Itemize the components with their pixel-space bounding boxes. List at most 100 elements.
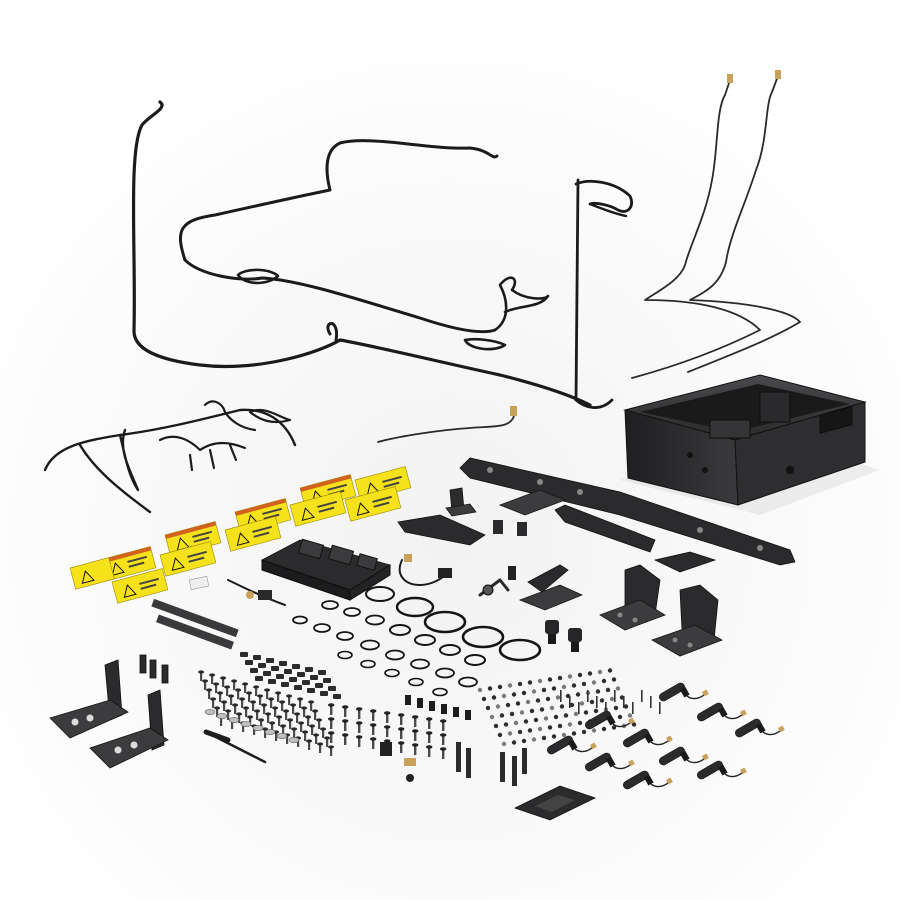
small-fastener <box>573 711 579 717</box>
bolt <box>414 717 417 727</box>
bolt-head <box>384 711 391 715</box>
bolt-head <box>320 727 327 731</box>
hardware-fasteners <box>198 652 661 759</box>
proximity-sensor <box>697 702 747 722</box>
small-fastener <box>495 704 501 709</box>
small-fastener <box>567 674 573 679</box>
bolt <box>249 717 252 726</box>
o-ring <box>389 624 411 636</box>
nut <box>302 680 310 685</box>
bolt-head <box>317 742 324 746</box>
bolt <box>242 723 245 732</box>
bolt-head <box>275 691 282 695</box>
bolt-head <box>356 721 363 725</box>
nut <box>253 655 261 660</box>
bolt-head <box>221 700 228 704</box>
small-fastener <box>551 734 557 739</box>
bolt <box>289 720 292 729</box>
bolt <box>358 723 361 733</box>
nut <box>297 672 305 677</box>
bolt <box>311 726 314 735</box>
bolt <box>263 705 266 714</box>
bolt-head <box>225 709 232 713</box>
small-fastener <box>549 705 555 711</box>
bolt-head <box>294 712 301 716</box>
spacer <box>493 520 503 534</box>
sensor-connector <box>567 739 578 751</box>
bolt-head <box>268 697 275 701</box>
bolt <box>296 714 299 723</box>
bolt-head <box>246 691 253 695</box>
small-fastener <box>517 681 523 687</box>
warning-label-sheet <box>69 466 412 604</box>
small-fastener <box>507 683 513 688</box>
bolt-head <box>258 718 265 722</box>
bolt <box>344 735 347 745</box>
bolt-head <box>272 706 279 710</box>
o-ring <box>365 614 385 626</box>
o-ring <box>410 658 430 670</box>
nut <box>279 661 287 666</box>
small-fastener <box>607 668 613 673</box>
screw <box>569 696 571 708</box>
bolt <box>227 711 230 720</box>
bolt-strip <box>151 598 239 650</box>
small-fastener <box>517 729 523 735</box>
box-insert <box>759 391 791 423</box>
nut <box>307 688 315 693</box>
small-tube <box>377 406 517 443</box>
bolt-head <box>290 703 297 707</box>
step-bracket-left <box>599 564 666 631</box>
spacer-block <box>429 701 435 711</box>
bolt <box>330 747 333 756</box>
sensor-pin <box>702 689 709 697</box>
bolt-head <box>239 697 246 701</box>
small-fastener <box>481 696 487 702</box>
bolt-head <box>398 727 405 731</box>
bolt <box>233 681 236 690</box>
small-fastener <box>537 678 543 684</box>
small-fastener <box>561 732 567 738</box>
bolt <box>275 732 278 741</box>
base-bracket-2 <box>89 689 169 769</box>
bolt-head <box>254 709 261 713</box>
secondary-wiring-harness <box>43 400 297 514</box>
bolt-head <box>313 733 320 737</box>
bolt <box>282 726 285 735</box>
bolt-head <box>236 712 243 716</box>
small-fastener <box>591 728 597 733</box>
sensor-body <box>659 746 685 766</box>
support-bracket <box>518 564 584 611</box>
small-fastener <box>497 732 503 738</box>
bolt-head <box>261 703 268 707</box>
small-fastener <box>559 704 565 709</box>
bolt-head <box>283 709 290 713</box>
proximity-sensor <box>659 746 709 766</box>
bolt <box>308 741 311 750</box>
bolt <box>241 699 244 708</box>
o-ring-kit <box>292 586 542 697</box>
box-hole <box>786 466 794 474</box>
washer <box>216 713 228 719</box>
bolt <box>281 702 284 711</box>
flat-plate <box>397 514 486 546</box>
small-fastener <box>523 719 529 724</box>
mounting-bar <box>459 457 796 566</box>
bolt-head <box>220 676 227 680</box>
flat-plate <box>498 489 567 516</box>
bolt <box>322 729 325 738</box>
small-fastener <box>563 713 569 718</box>
bolt-head <box>301 706 308 710</box>
bolt <box>231 720 234 729</box>
small-fastener <box>609 696 615 702</box>
bolt <box>260 720 263 729</box>
screw <box>614 690 616 702</box>
small-fastener <box>611 725 617 730</box>
proximity-sensor <box>697 760 747 780</box>
small-fastener <box>581 729 587 735</box>
sensor-connector <box>717 706 728 718</box>
small-fastener <box>493 723 499 729</box>
small-fastener <box>611 677 617 682</box>
bolt <box>330 705 333 715</box>
bolt <box>270 699 273 708</box>
